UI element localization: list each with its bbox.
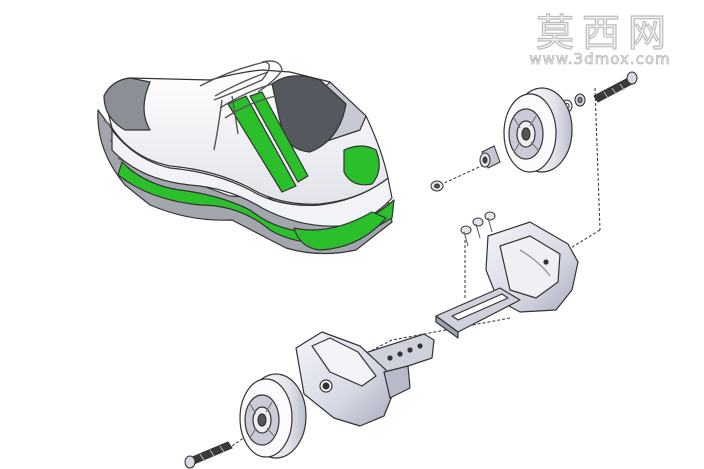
rear-heel-bracket — [435, 221, 579, 339]
sneaker — [97, 60, 395, 255]
small-screws — [460, 211, 496, 247]
front-wheel — [503, 87, 573, 173]
rear-wheel — [239, 373, 307, 459]
spacer — [479, 145, 501, 169]
front-bracket — [295, 331, 435, 427]
axle-bolt-bottom — [184, 441, 233, 469]
watermark-url: www.3dmox.com — [529, 50, 671, 69]
axle-bolt-top — [593, 71, 638, 103]
watermark-chinese: 莫西网 — [535, 10, 674, 55]
nut — [430, 180, 444, 192]
